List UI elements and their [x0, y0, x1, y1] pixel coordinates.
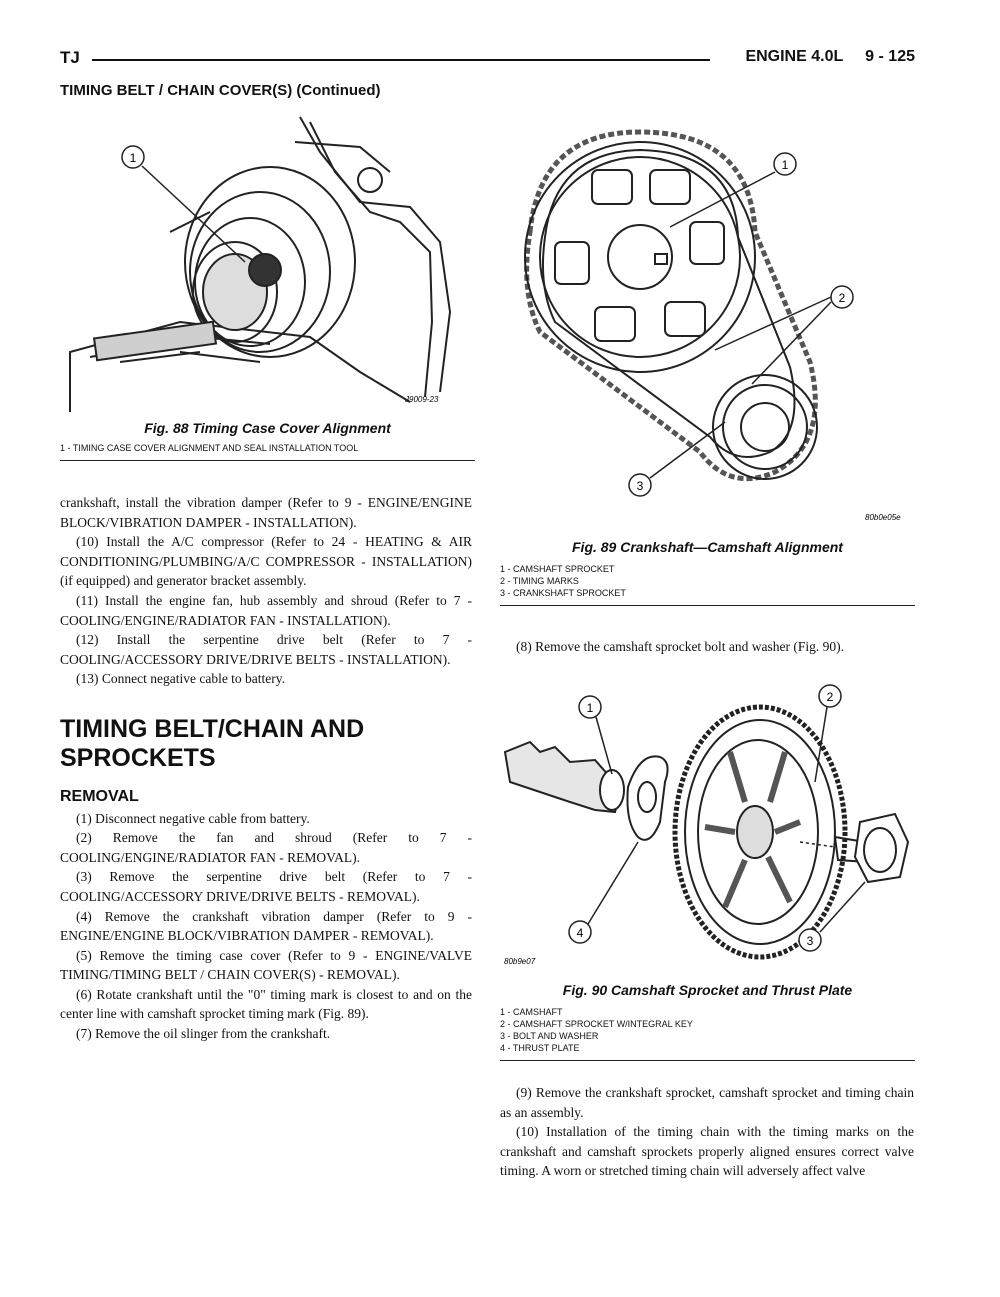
fig90-image-id: 80b9e07 [504, 957, 536, 966]
fig88-rule [60, 460, 475, 461]
fig88-legend: 1 - TIMING CASE COVER ALIGNMENT AND SEAL… [60, 442, 475, 454]
removal-step-9: (9) Remove the crankshaft sprocket, cams… [500, 1085, 914, 1120]
fig89-image-id: 80b0e05e [865, 513, 901, 522]
right-column-bottom: (9) Remove the crankshaft sprocket, cams… [500, 1083, 914, 1181]
fig90-legend-item-2: 2 - CAMSHAFT SPROCKET W/INTEGRAL KEY [500, 1019, 693, 1029]
fig88-caption: Fig. 88 Timing Case Cover Alignment [144, 420, 391, 436]
removal-step-8: (8) Remove the camshaft sprocket bolt an… [516, 639, 845, 654]
removal-step-1: (1) Disconnect negative cable from batte… [76, 810, 310, 826]
fig89-callout-1: 1 [782, 158, 789, 172]
fig89-callout-3: 3 [637, 479, 644, 493]
removal-step-10: (10) Installation of the timing chain wi… [500, 1124, 914, 1179]
fig90-legend: 1 - CAMSHAFT 2 - CAMSHAFT SPROCKET W/INT… [500, 1006, 915, 1054]
fig90-rule [500, 1060, 915, 1061]
running-title: TIMING BELT / CHAIN COVER(S) (Continued) [60, 82, 381, 99]
left-p1: crankshaft, install the vibration damper… [60, 495, 472, 530]
header-section-page: ENGINE 4.0L 9 - 125 [745, 48, 915, 65]
fig90-caption: Fig. 90 Camshaft Sprocket and Thrust Pla… [562, 982, 853, 998]
left-column: crankshaft, install the vibration damper… [60, 493, 472, 1044]
fig90-legend-item-4: 4 - THRUST PLATE [500, 1043, 580, 1053]
fig89-illustration: 1 2 3 80b0e05e [524, 129, 901, 522]
left-p4: (12) Install the serpentine drive belt (… [60, 632, 472, 667]
fig90-legend-item-3: 3 - BOLT AND WASHER [500, 1031, 599, 1041]
removal-step-4: (4) Remove the crankshaft vibration damp… [60, 908, 472, 944]
section-title: TIMING BELT/CHAIN AND SPROCKETS [60, 714, 365, 772]
figure-89: 1 2 3 80b0e05e Fig. 89 Crankshaft—Camsha… [500, 112, 915, 606]
figure-88: 1 J9009-23 Fig. 88 Timing Case Cover Ali… [60, 112, 475, 461]
fig90-callout-1: 1 [587, 701, 594, 715]
fig89-rule [500, 605, 915, 606]
page-header: TJ ENGINE 4.0L 9 - 125 [60, 46, 915, 72]
left-p2: (10) Install the A/C compressor (Refer t… [60, 534, 472, 589]
header-rule [92, 59, 710, 61]
header-model: TJ [60, 48, 80, 67]
fig89-legend-item-1: 1 - CAMSHAFT SPROCKET [500, 564, 615, 574]
fig90-legend-item-1: 1 - CAMSHAFT [500, 1007, 563, 1017]
subsection-removal: REMOVAL [60, 787, 139, 805]
fig89-legend: 1 - CAMSHAFT SPROCKET 2 - TIMING MARKS 3… [500, 563, 915, 599]
removal-step-2: (2) Remove the fan and shroud (Refer to … [60, 830, 472, 865]
fig89-caption: Fig. 89 Crankshaft—Camshaft Alignment [572, 539, 843, 555]
fig90-callout-4: 4 [577, 926, 584, 940]
removal-step-7: (7) Remove the oil slinger from the cran… [76, 1026, 331, 1042]
fig90-illustration: 1 2 3 4 80b9e07 [503, 684, 910, 966]
figure-90: 1 2 3 4 80b9e07 Fig. 90 Camshaft Sprocke… [500, 682, 915, 1061]
fig88-callout-1: 1 [130, 151, 137, 165]
right-column-top: (8) Remove the camshaft sprocket bolt an… [500, 637, 914, 657]
fig89-legend-item-2: 2 - TIMING MARKS [500, 576, 579, 586]
fig88-image-id: J9009-23 [404, 395, 439, 404]
removal-step-6: (6) Rotate crankshaft until the "0" timi… [60, 986, 472, 1022]
removal-step-5: (5) Remove the timing case cover (Refer … [60, 947, 472, 983]
removal-step-3: (3) Remove the serpentine drive belt (Re… [60, 869, 472, 904]
left-p5: (13) Connect negative cable to battery. [76, 671, 286, 687]
fig90-callout-2: 2 [827, 690, 834, 704]
left-p3: (11) Install the engine fan, hub assembl… [60, 592, 472, 628]
fig90-callout-3: 3 [807, 934, 814, 948]
fig89-legend-item-3: 3 - CRANKSHAFT SPROCKET [500, 588, 626, 598]
fig88-illustration: 1 J9009-23 [69, 116, 452, 412]
fig89-callout-2: 2 [839, 291, 846, 305]
fig88-legend-item-1: 1 - TIMING CASE COVER ALIGNMENT AND SEAL… [60, 443, 359, 453]
